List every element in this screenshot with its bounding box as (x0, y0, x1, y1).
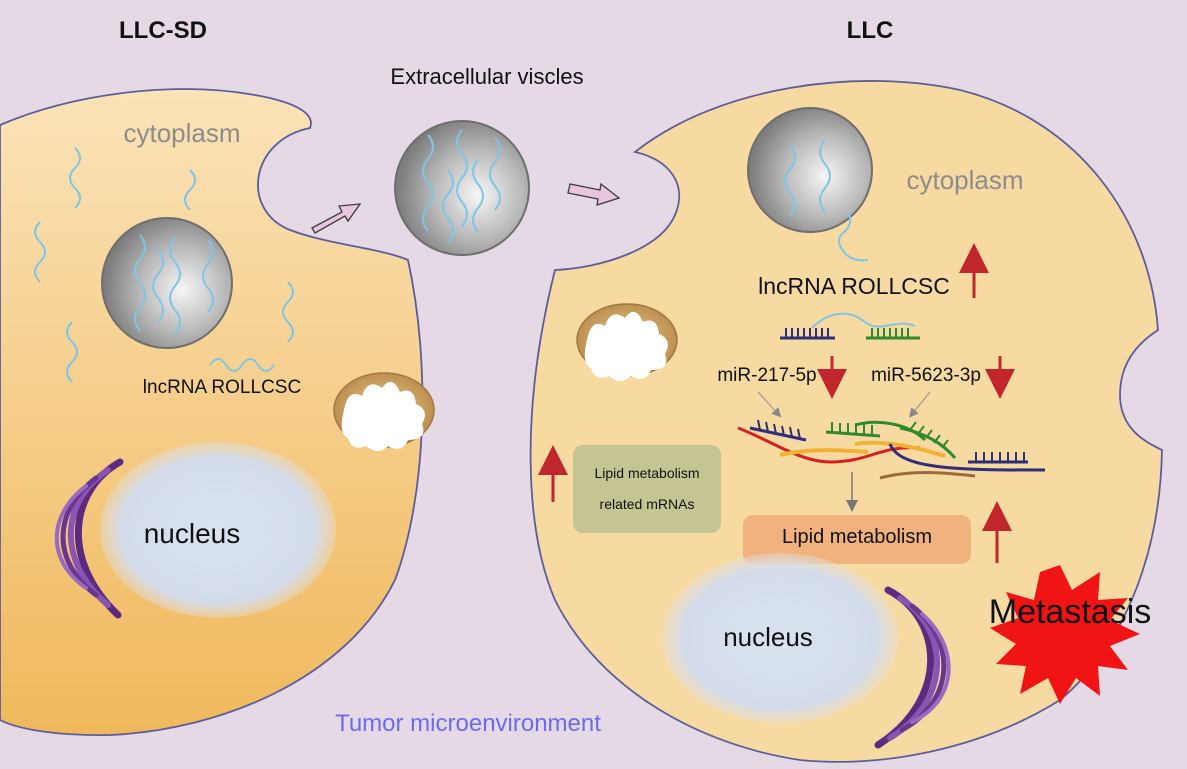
right-nucleus-label: nucleus (723, 622, 813, 652)
transfer-arrow-1 (311, 203, 362, 234)
right-cell-title: LLC (847, 17, 894, 44)
mrna-box-line-2: related mRNAs (600, 496, 695, 512)
transfer-arrow-2 (567, 182, 621, 206)
right-cytoplasm-label: cytoplasm (906, 165, 1023, 195)
rna-strand (66, 321, 78, 383)
mitochondrion-left (333, 372, 435, 451)
rna-strand (34, 221, 46, 283)
mrna-complex (737, 419, 1046, 480)
mir-217-label: miR-217-5p (717, 365, 816, 386)
footer-label: Tumor microenvironment (335, 710, 601, 737)
mitochondrion-right (576, 303, 678, 381)
right-nucleus (662, 553, 898, 723)
mir-5623-label: miR-5623-3p (871, 365, 981, 386)
metastasis-label: Metastasis (989, 593, 1152, 631)
right-cell: cytoplasm lncRNA ROLLCSC miR-217-5p (529, 80, 1163, 763)
lipid-mrna-box: Lipid metabolism related mRNAs (573, 445, 721, 533)
lncrna-sponge (780, 312, 920, 340)
rna-strand (209, 358, 275, 372)
free-rna-group-left (34, 147, 294, 383)
left-cytoplasm-label: cytoplasm (123, 118, 240, 148)
left-cell: cytoplasm lncRNA ROLLCSC nucleus Tumor m… (0, 88, 601, 737)
vesicle-right (747, 107, 873, 262)
left-nucleus (100, 442, 336, 618)
pointer-arrow-2 (908, 391, 931, 418)
rna-strand (184, 169, 196, 211)
rna-strand (282, 281, 294, 343)
golgi-left (54, 458, 124, 619)
pointer-arrow-1 (757, 391, 782, 418)
mrna-box-line-1: Lipid metabolism (594, 465, 699, 481)
ev-label: Extracellular viscles (390, 64, 583, 89)
extracellular-vesicle (394, 120, 530, 256)
lipid-metabolism-box: Lipid metabolism (743, 515, 971, 564)
right-lncrna-label: lncRNA ROLLCSC (758, 273, 950, 299)
metastasis-burst (990, 565, 1140, 704)
vesicle-left (101, 217, 233, 349)
left-lncrna-label: lncRNA ROLLCSC (143, 377, 301, 398)
golgi-right (874, 586, 951, 749)
rna-strand (69, 147, 81, 209)
lipid-metabolism-label: Lipid metabolism (782, 526, 932, 548)
left-cell-title: LLC-SD (119, 17, 207, 44)
left-nucleus-label: nucleus (144, 518, 241, 549)
